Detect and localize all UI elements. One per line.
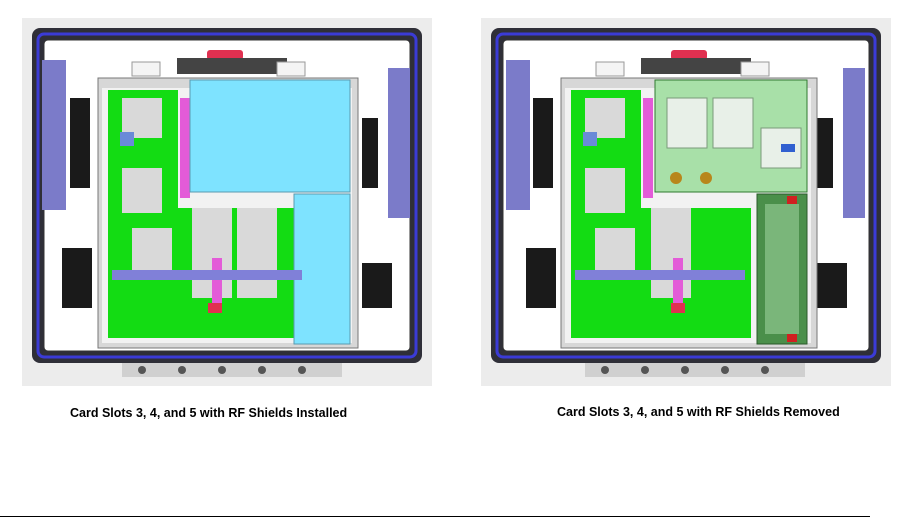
enclosure-illustration-installed xyxy=(22,18,432,386)
caption-shields-installed: Card Slots 3, 4, and 5 with RF Shields I… xyxy=(70,406,347,420)
page-footer-rule xyxy=(0,516,870,517)
figure-rf-shields-installed xyxy=(22,18,432,386)
enclosure-illustration-removed xyxy=(481,18,891,386)
caption-shields-removed: Card Slots 3, 4, and 5 with RF Shields R… xyxy=(557,405,840,419)
figure-rf-shields-removed xyxy=(481,18,891,386)
